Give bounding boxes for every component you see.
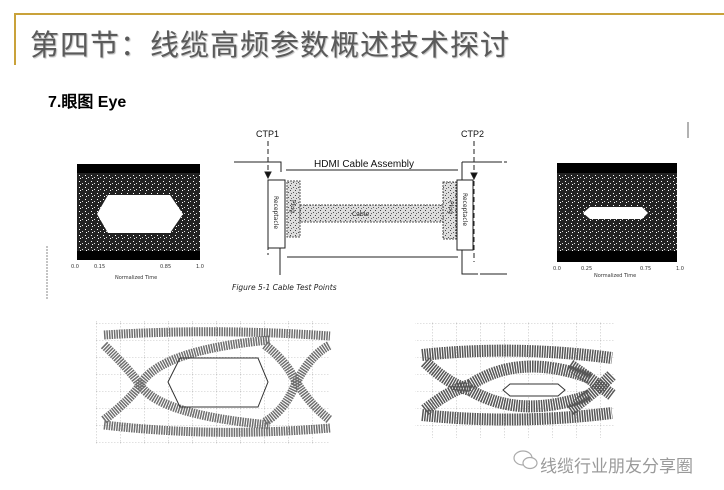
- eye-diagram-bottom-right: [415, 322, 617, 438]
- cable-label: Cable: [352, 211, 369, 218]
- assembly-label: HDMI Cable Assembly: [314, 159, 414, 170]
- svg-text:0.85: 0.85: [160, 264, 171, 270]
- eye-diagram-top-left: 0.0 0.15 0.85 1.0 Normalized Time: [71, 164, 204, 281]
- x-axis-label: Normalized Time: [594, 273, 636, 279]
- svg-text:0.0: 0.0: [553, 266, 561, 272]
- svg-text:1.0: 1.0: [196, 264, 204, 270]
- receptacle-right-label: Receptacle: [461, 193, 468, 226]
- plug-left-label: Plug: [289, 200, 296, 213]
- title-frame-left: [14, 13, 16, 65]
- watermark-text: 线缆行业朋友分享圈: [540, 457, 693, 477]
- x-axis-label: Normalized Time: [115, 275, 157, 281]
- receptacle-left: [267, 179, 286, 249]
- section-subtitle: 7.眼图 Eye: [48, 94, 127, 111]
- receptacle-right: [456, 179, 474, 251]
- slide-title: 第四节：线缆高频参数概述技术探讨: [30, 28, 511, 62]
- ctp2-label: CTP2: [461, 129, 484, 139]
- svg-text:0.15: 0.15: [94, 264, 105, 270]
- cable-test-points-diagram: CTP1 CTP2 HDMI Cable Assembly Receptacle…: [232, 129, 507, 292]
- wechat-icon: [513, 450, 538, 470]
- receptacle-left-label: Receptacle: [272, 196, 279, 229]
- figure-caption: Figure 5-1 Cable Test Points: [232, 283, 337, 292]
- eye-diagram-top-right: 0.0 0.25 0.75 1.0 Normalized Time: [553, 163, 684, 279]
- eye-mask: [502, 383, 566, 397]
- plug-right-label: Plug: [447, 201, 454, 214]
- eye-mask: [167, 357, 269, 408]
- eye-mask: [583, 207, 648, 219]
- cable: [299, 204, 444, 223]
- ctp1-label: CTP1: [256, 129, 279, 139]
- eye-diagram-bottom-left: [96, 320, 333, 445]
- svg-text:0.25: 0.25: [581, 266, 592, 272]
- eye-mask: [97, 195, 183, 233]
- title-frame-top: [14, 13, 724, 15]
- plug-right: [442, 181, 457, 240]
- svg-text:1.0: 1.0: [676, 266, 684, 272]
- svg-text:0.75: 0.75: [640, 266, 651, 272]
- svg-text:0.0: 0.0: [71, 264, 79, 270]
